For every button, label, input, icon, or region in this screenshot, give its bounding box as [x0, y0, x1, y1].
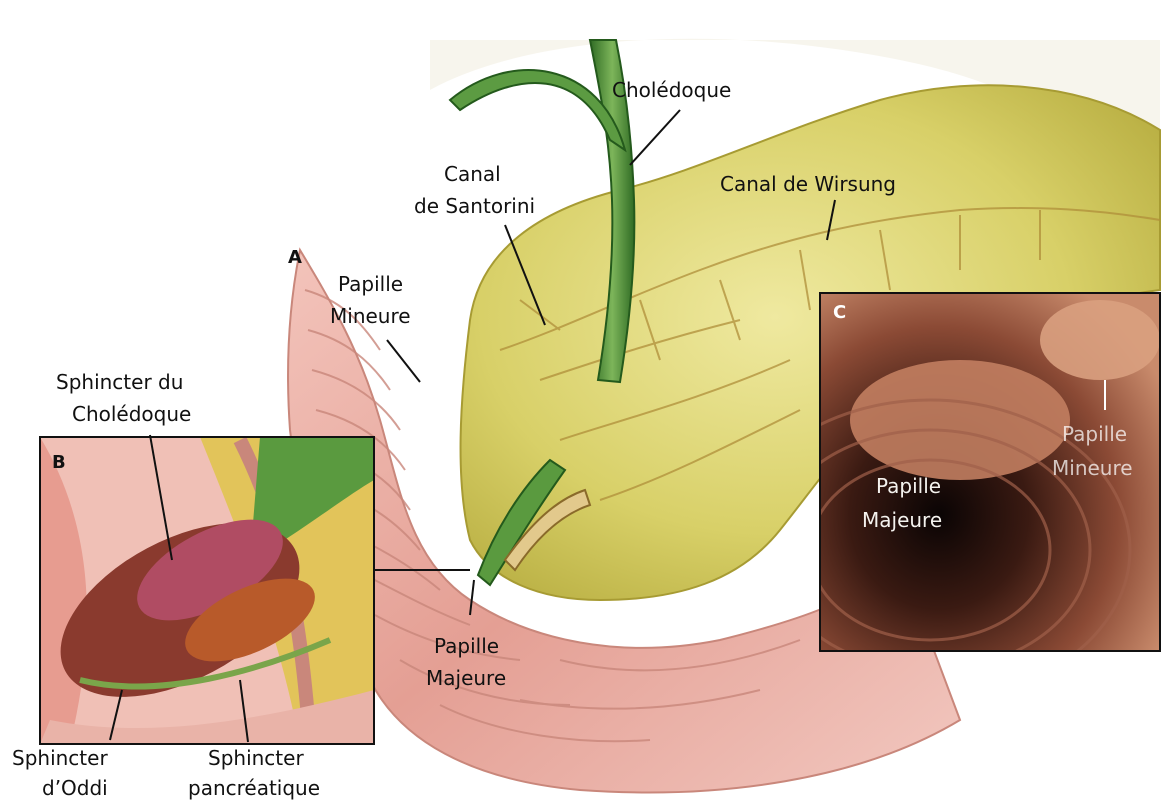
label-papille-mineure-c-2: Mineure	[1052, 454, 1133, 482]
label-papille-majeure-c-1: Papille	[876, 472, 941, 500]
label-papille-majeure-c-2: Majeure	[862, 506, 942, 534]
inset-b	[32, 437, 374, 744]
label-papille-mineure-a-2: Mineure	[330, 302, 411, 330]
panel-letter-b: B	[52, 452, 66, 473]
panel-letter-a: A	[288, 247, 302, 268]
label-choledoque: Cholédoque	[612, 76, 731, 104]
label-papille-majeure-a-1: Papille	[434, 632, 499, 660]
label-sphincter-pancreatique-2: pancréatique	[188, 774, 320, 802]
panel-letter-c: C	[833, 302, 846, 323]
label-sphincter-choledoque-1: Sphincter du	[56, 368, 183, 396]
label-sphincter-oddi-1: Sphincter	[12, 744, 108, 772]
label-sphincter-pancreatique-1: Sphincter	[208, 744, 304, 772]
label-canal-santorini-2: de Santorini	[414, 192, 535, 220]
label-papille-mineure-a-1: Papille	[338, 270, 403, 298]
label-canal-santorini-1: Canal	[444, 160, 501, 188]
label-sphincter-oddi-2: d’Oddi	[42, 774, 108, 802]
label-canal-wirsung: Canal de Wirsung	[720, 170, 896, 198]
label-papille-mineure-c-1: Papille	[1062, 420, 1127, 448]
label-papille-majeure-a-2: Majeure	[426, 664, 506, 692]
label-sphincter-choledoque-2: Cholédoque	[72, 400, 191, 428]
